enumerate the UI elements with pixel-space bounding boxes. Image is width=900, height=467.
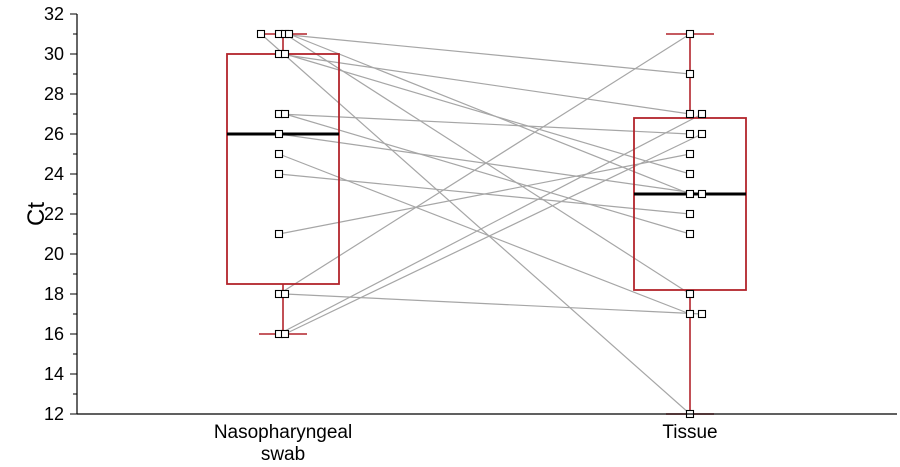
pair-line [278,113,691,135]
y-ticks: 12 14 16 18 20 22 24 26 28 30 32 [44,4,77,424]
y-tick-label: 14 [44,364,64,384]
data-point [685,129,695,139]
y-tick-label: 16 [44,324,64,344]
pair-line [284,133,703,335]
y-tick-label: 18 [44,284,64,304]
y-tick-label: 22 [44,204,64,224]
pair-line [284,113,691,235]
data-point [256,29,266,39]
data-point [280,289,290,299]
data-point [685,309,695,319]
data-points [256,29,707,419]
pair-line [278,33,691,295]
pair-line [278,153,691,235]
data-point [685,289,695,299]
data-point [697,309,707,319]
pair-lines [260,33,703,415]
y-tick-label: 20 [44,244,64,264]
box-iqr [633,117,747,291]
pair-line [284,53,691,175]
data-point [274,169,284,179]
data-point [280,49,290,59]
data-point [697,109,707,119]
y-tick-label: 28 [44,84,64,104]
pair-line [278,133,703,195]
data-point [685,69,695,79]
pair-line [278,33,691,75]
pair-line [278,53,691,115]
y-tick-label: 24 [44,164,64,184]
y-tick-label: 30 [44,44,64,64]
data-point [274,129,284,139]
box-plots [226,33,747,415]
y-tick-label: 12 [44,404,64,424]
data-point [697,189,707,199]
x-category-label: Tissue [662,422,717,443]
data-point [685,149,695,159]
data-point [697,129,707,139]
y-tick-label: 32 [44,4,64,24]
data-point [284,29,294,39]
pair-line [278,153,691,315]
y-axis-title: Ct [23,202,50,226]
data-point [280,109,290,119]
data-point [685,109,695,119]
data-point [685,29,695,39]
data-point [274,229,284,239]
y-tick-label: 26 [44,124,64,144]
data-point [280,329,290,339]
data-point [685,189,695,199]
data-point [274,149,284,159]
pair-line [260,33,691,415]
axes: Ct [23,14,897,415]
pair-line [278,113,703,335]
data-point [685,169,695,179]
pair-line [284,293,703,315]
data-point [685,229,695,239]
data-point [685,209,695,219]
